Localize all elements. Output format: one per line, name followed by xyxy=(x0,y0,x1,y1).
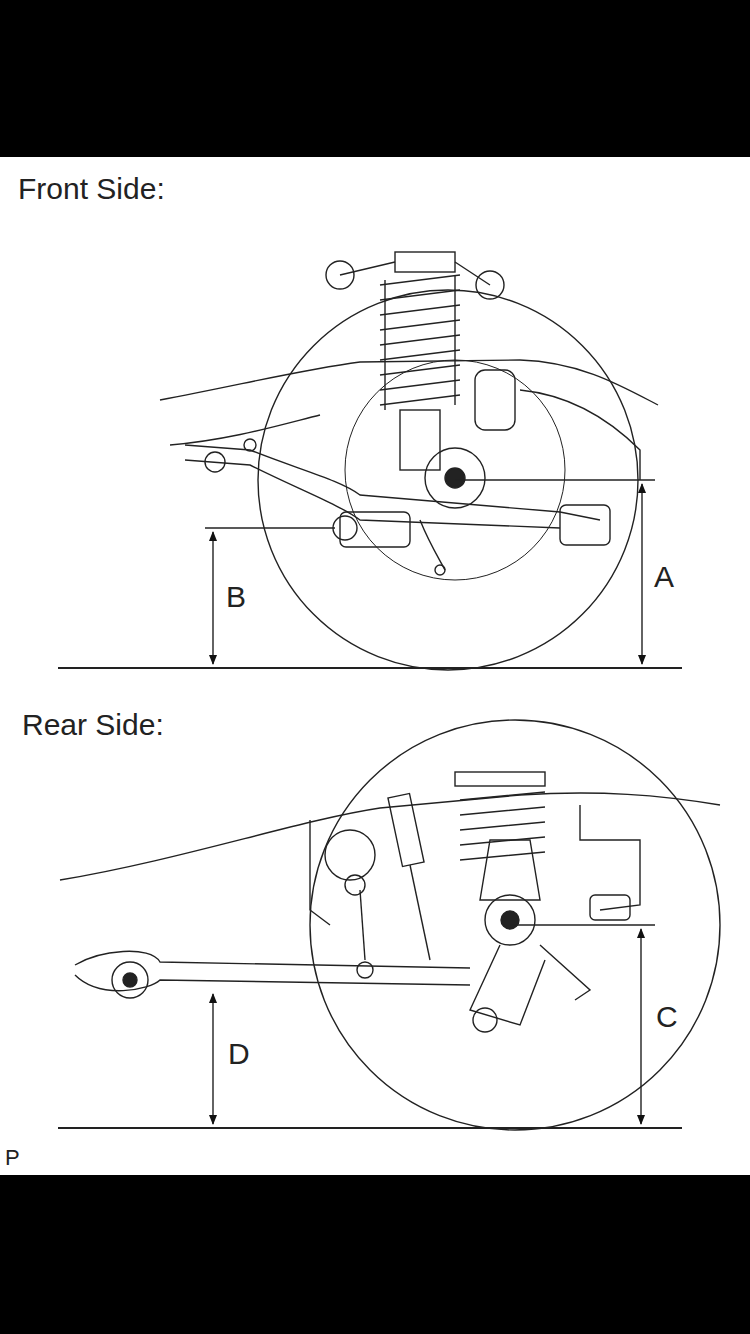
section-heading: Rear Side: xyxy=(20,708,166,741)
section-heading: Front Side: xyxy=(16,172,167,205)
dimension-letter: B xyxy=(224,580,248,613)
dimension-letter: C xyxy=(654,1000,680,1033)
white-sheet xyxy=(0,157,750,1175)
dimension-letter: D xyxy=(226,1037,252,1070)
dimension-letter: A xyxy=(652,560,676,593)
figure-code: P xyxy=(3,1146,22,1170)
